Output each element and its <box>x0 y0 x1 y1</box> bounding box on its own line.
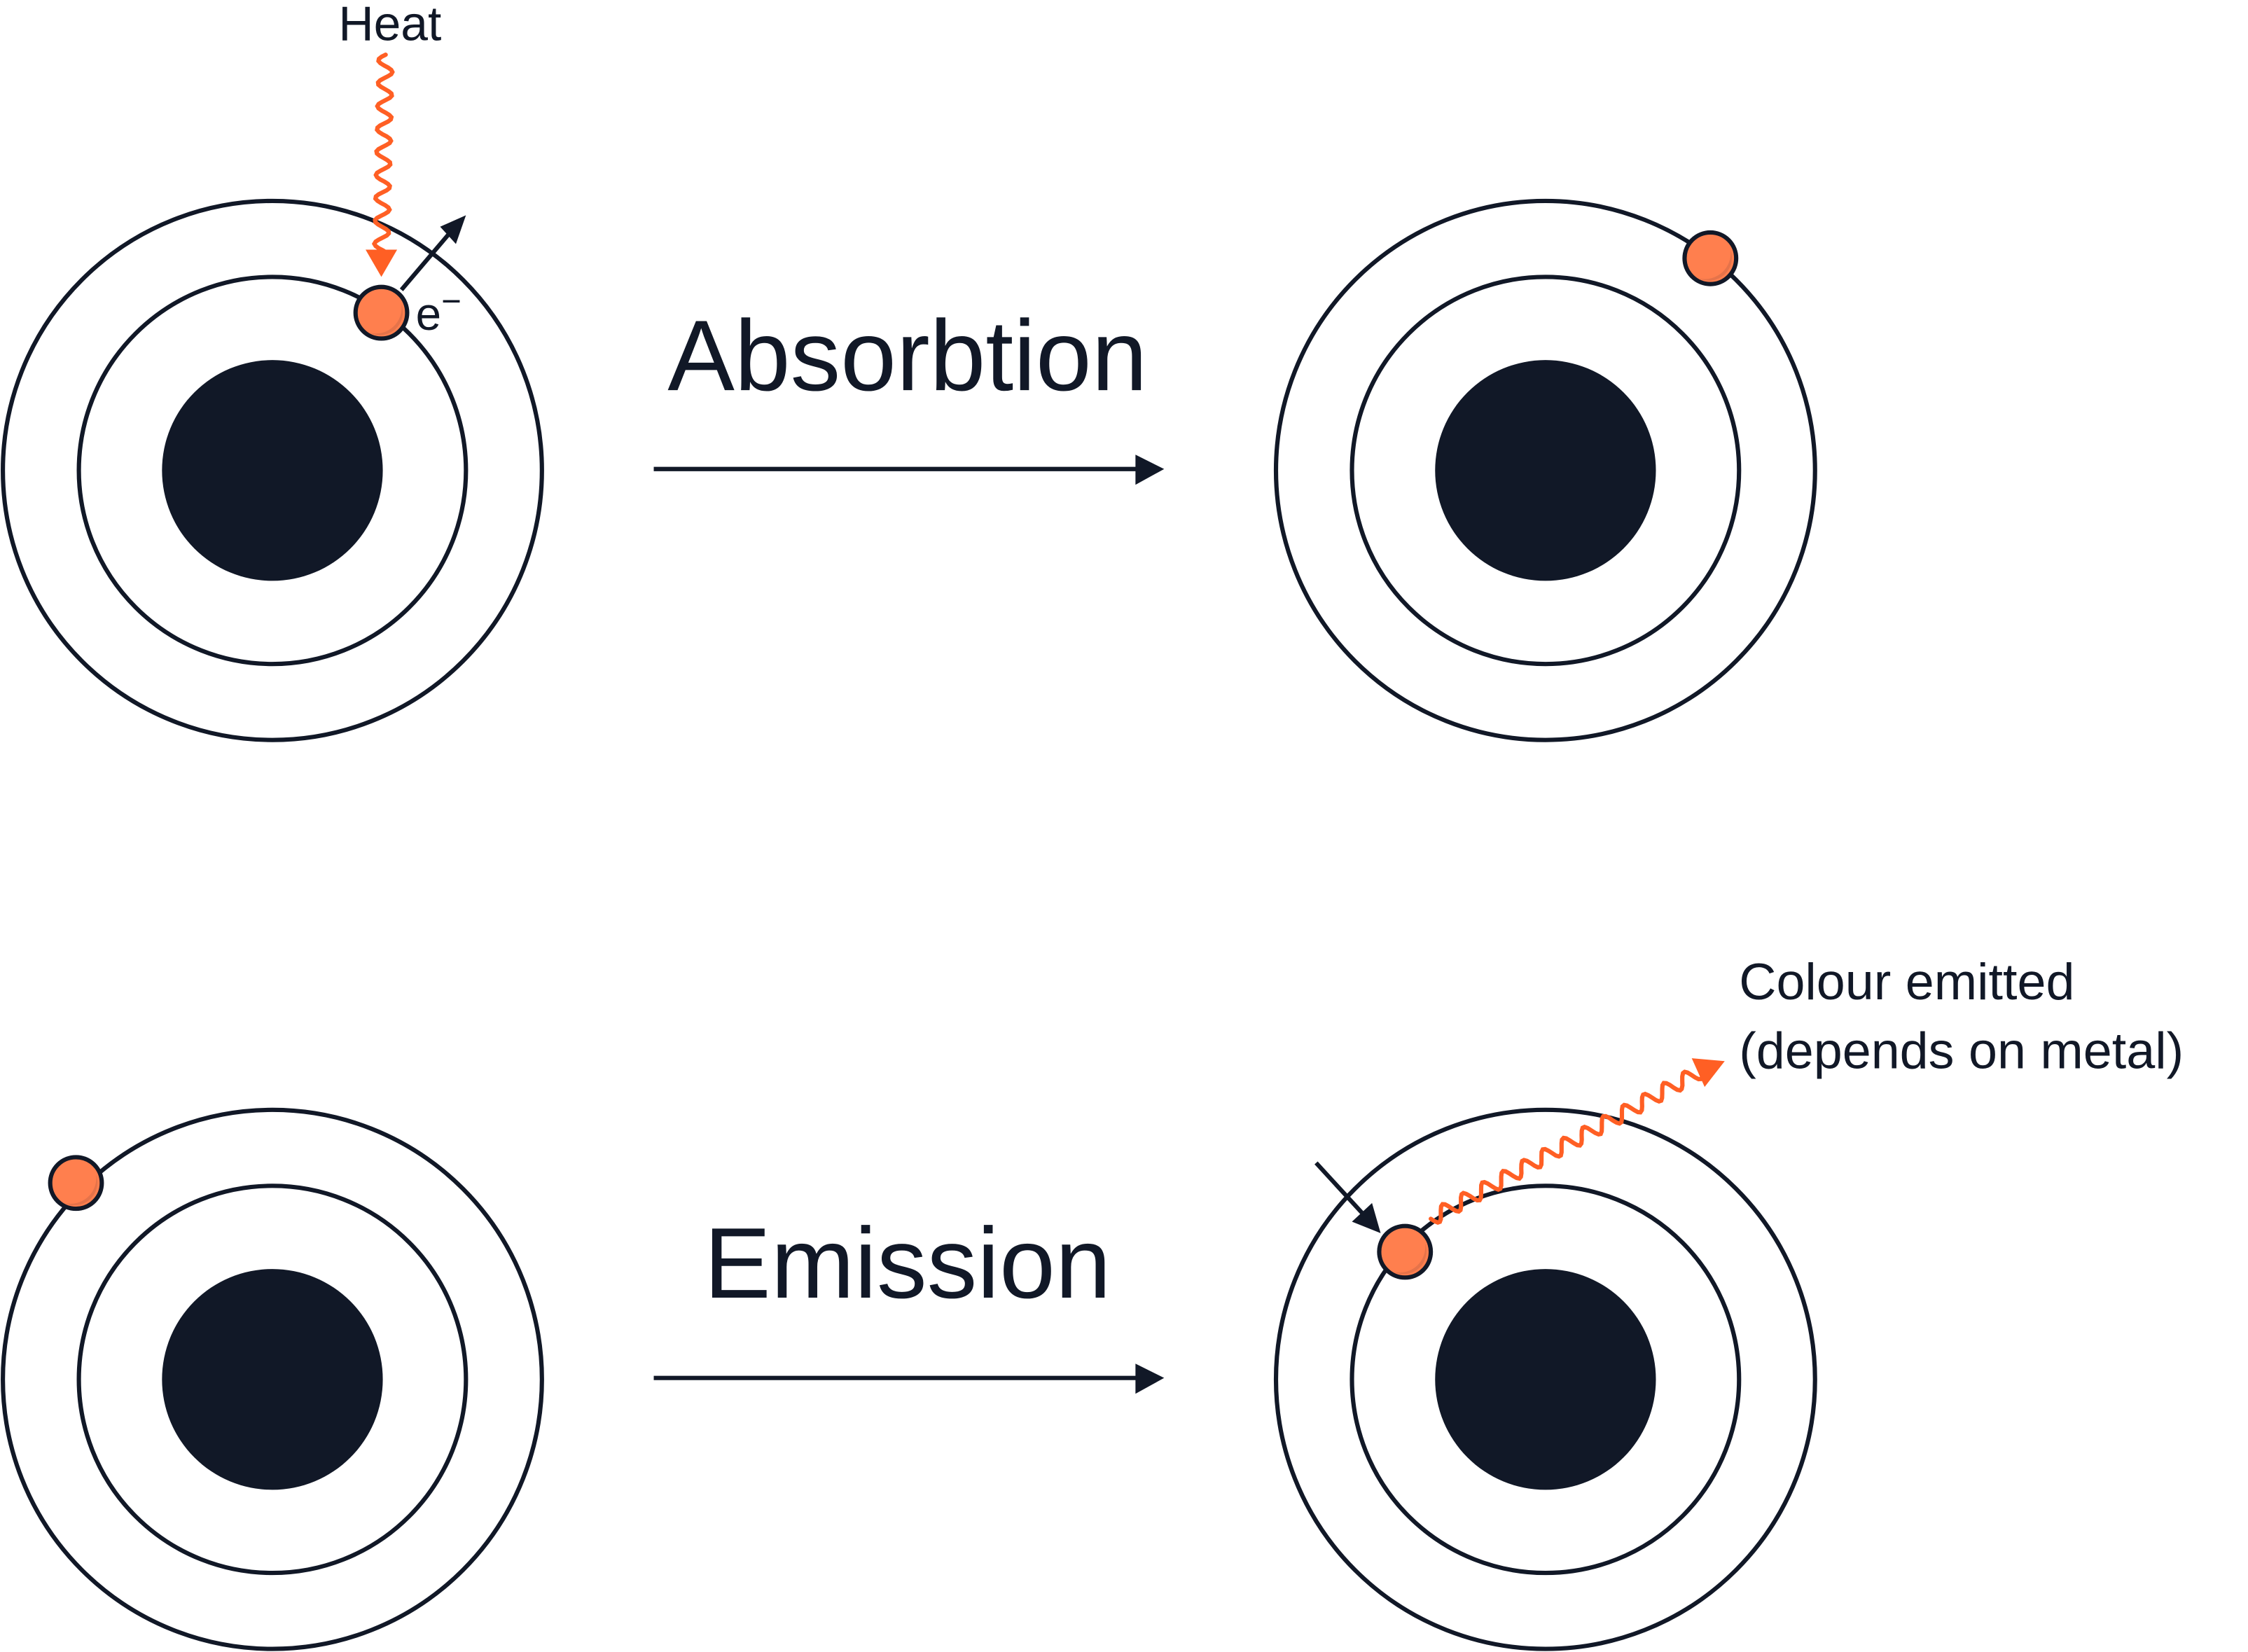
emitted-light-arrowhead-icon <box>1691 1058 1725 1088</box>
emission-arrowhead-icon <box>1135 1363 1165 1394</box>
nucleus <box>162 360 383 581</box>
atom-excited-state-emission <box>1 1107 544 1651</box>
outer-shell <box>1 1107 544 1651</box>
outer-shell <box>1273 198 1817 742</box>
absorption-label: Absorbtion <box>667 300 1147 412</box>
atom-ground-state-absorption <box>1 198 544 742</box>
electron-drop-arrow <box>1314 1161 1367 1218</box>
inner-shell <box>76 275 469 667</box>
absorption-arrowhead-icon <box>1135 454 1165 485</box>
nucleus <box>1435 1269 1656 1490</box>
emission-label: Emission <box>704 1207 1111 1319</box>
inner-shell <box>1350 1184 1742 1576</box>
electron-jump-arrowhead-icon <box>440 215 466 244</box>
electron-drop-arrowhead-icon <box>1352 1202 1381 1233</box>
electron-jump-arrow <box>399 230 452 291</box>
colour-emitted-sublabel: (depends on metal) <box>1739 1021 2184 1079</box>
emitted-light-wave <box>1429 1066 1705 1226</box>
outer-shell <box>1273 1107 1817 1651</box>
electron-outer-shell-excited <box>1682 230 1739 286</box>
colour-emitted-label: Colour emitted <box>1739 952 2074 1011</box>
nucleus <box>162 1269 383 1490</box>
inner-shell <box>1350 275 1742 667</box>
electron-inner-shell-emission <box>1377 1223 1434 1280</box>
electron-outer-shell-emission <box>48 1155 104 1212</box>
atom-ground-state-emission <box>1273 1107 1817 1651</box>
electron-inner-shell <box>353 284 410 341</box>
inner-shell <box>76 1184 469 1576</box>
electron-symbol: e− <box>416 283 462 340</box>
heat-label: Heat <box>338 0 441 51</box>
heat-wave <box>371 53 395 255</box>
nucleus <box>1435 360 1656 581</box>
atom-excited-state <box>1273 198 1817 742</box>
outer-shell <box>1 198 544 742</box>
heat-arrowhead-icon <box>366 249 398 277</box>
